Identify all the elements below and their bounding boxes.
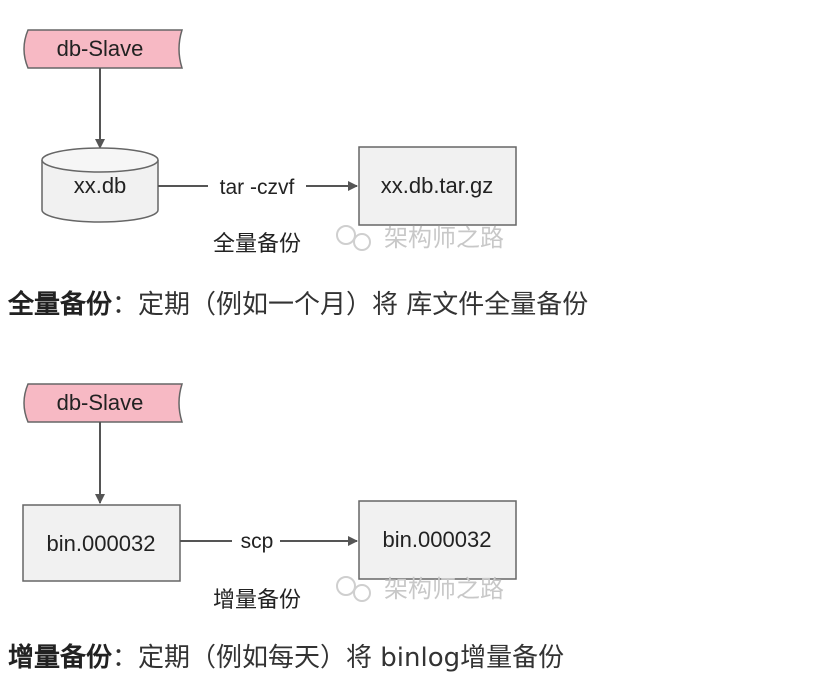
- watermark-text: 架构师之路: [384, 576, 504, 603]
- full-backup-separator: ：: [112, 290, 139, 320]
- full-backup-label: 全量备份: [213, 231, 301, 256]
- output-file-box: xx.db.tar.gz: [358, 146, 517, 226]
- incremental-backup-description: 定期（例如每天）将 binlog增量备份: [138, 643, 565, 673]
- watermark-text: 架构师之路: [384, 225, 504, 252]
- full-backup-caption: 全量备份：定期（例如一个月）将 库文件全量备份: [8, 284, 588, 321]
- incremental-backup-term: 增量备份: [8, 643, 113, 673]
- full-backup-description: 定期（例如一个月）将 库文件全量备份: [138, 290, 589, 320]
- db-slave-label: db-Slave: [57, 36, 144, 61]
- database-cylinder: xx.db: [41, 147, 159, 223]
- wechat-watermark-icon: [336, 225, 371, 251]
- output-file-label: xx.db.tar.gz: [381, 173, 494, 198]
- incremental-backup-label: 增量备份: [213, 587, 301, 612]
- full-backup-term: 全量备份: [8, 290, 113, 320]
- tar-label-bg: [208, 174, 306, 198]
- db-slave-banner: db-Slave: [23, 29, 184, 69]
- tar-command-label: tar -czvf: [220, 176, 295, 199]
- db-slave-banner: db-Slave: [23, 383, 184, 423]
- target-binlog-box: bin.000032: [358, 500, 517, 580]
- scp-label-bg: [232, 529, 280, 553]
- full-backup-diagram: db-Slave xx.db tar -czvf xx.db.tar.gz 全量…: [23, 29, 517, 256]
- target-binlog-label: bin.000032: [383, 527, 492, 552]
- source-binlog-label: bin.000032: [47, 531, 156, 556]
- db-slave-label: db-Slave: [57, 390, 144, 415]
- incremental-backup-separator: ：: [112, 643, 139, 673]
- scp-command-label: scp: [241, 530, 274, 553]
- incremental-backup-caption: 增量备份：定期（例如每天）将 binlog增量备份: [8, 637, 564, 674]
- database-label: xx.db: [74, 173, 127, 198]
- wechat-watermark-icon: [336, 576, 371, 602]
- incremental-backup-diagram: db-Slave bin.000032 scp bin.000032 增量备份 …: [22, 383, 517, 612]
- source-binlog-box: bin.000032: [22, 504, 181, 582]
